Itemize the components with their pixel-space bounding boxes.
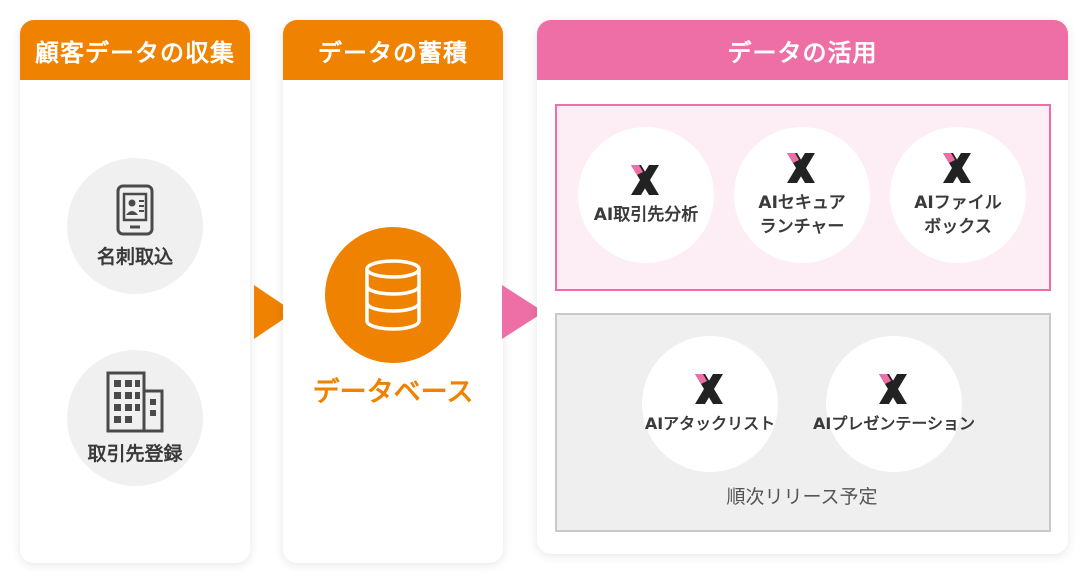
service-label: AIアタックリスト <box>644 414 776 433</box>
service-ai-secure-launcher: AIセキュア ランチャー <box>734 127 870 263</box>
office-building-icon <box>106 371 164 432</box>
business-card-label: 名刺取込 <box>96 245 173 268</box>
service-label: AI取引先分析 <box>593 205 699 225</box>
ai-product-logo-icon <box>695 374 723 404</box>
service-ai-file-box: AIファイル ボックス <box>890 127 1026 263</box>
register-account-label: 取引先登録 <box>87 442 183 465</box>
database-label: データベース <box>312 377 474 408</box>
business-card-scanner-icon <box>116 184 154 235</box>
planned-release-note: 順次リリース予定 <box>726 486 878 508</box>
ai-product-logo-icon <box>787 153 815 183</box>
use-title: データの活用 <box>537 20 1068 80</box>
store-title: データの蓄積 <box>283 20 503 80</box>
register-account-circle: 取引先登録 <box>67 350 203 486</box>
ai-product-logo-icon <box>943 153 971 183</box>
business-card-circle: 名刺取込 <box>67 158 203 294</box>
ai-product-logo-icon <box>631 165 659 195</box>
ai-product-logo-icon <box>879 374 907 404</box>
planned-services-box <box>555 313 1051 532</box>
service-label: AIプレゼンテーション <box>812 414 976 433</box>
service-ai-presentation: AIプレゼンテーション <box>813 336 975 472</box>
service-label: AIファイル ボックス <box>914 193 1002 237</box>
database-circle <box>325 227 461 363</box>
service-ai-account-analysis: AI取引先分析 <box>578 127 714 263</box>
service-label: AIセキュア ランチャー <box>758 193 846 237</box>
database-icon <box>365 259 421 331</box>
collect-title: 顧客データの収集 <box>20 20 250 80</box>
service-ai-attack-list: AIアタックリスト <box>642 336 778 472</box>
